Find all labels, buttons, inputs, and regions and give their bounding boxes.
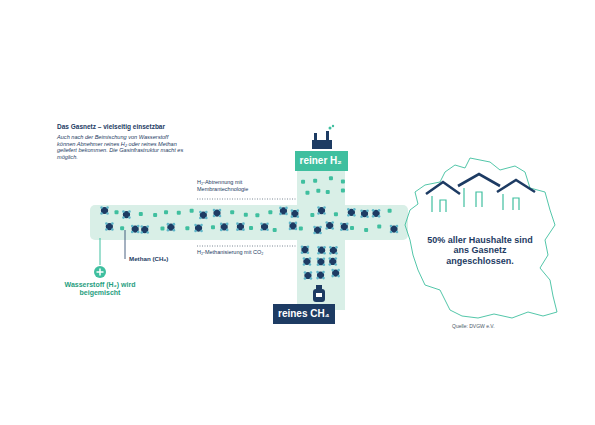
leader-line xyxy=(100,238,101,265)
hydrogen-molecule xyxy=(185,226,189,230)
hydrogen-molecule xyxy=(115,210,119,214)
methane-molecule xyxy=(360,209,369,218)
methane-molecule xyxy=(100,206,109,215)
methane-molecule xyxy=(213,209,222,218)
methane-molecule xyxy=(105,222,114,231)
methane-molecule xyxy=(291,209,300,218)
methane-molecule xyxy=(122,210,131,219)
methane-molecule xyxy=(390,225,399,234)
hydrogen-molecule xyxy=(350,226,354,230)
hydrogen-molecule xyxy=(334,212,338,216)
plus-symbol xyxy=(94,266,106,278)
hydrogen-molecule xyxy=(341,189,345,193)
hydrogen-molecule xyxy=(341,179,345,183)
house-roof xyxy=(458,174,500,186)
methane-molecule xyxy=(289,222,298,231)
hydrogen-molecule xyxy=(139,212,143,216)
leader-line xyxy=(125,230,126,259)
methane-molecule xyxy=(167,223,176,232)
factory-icon xyxy=(312,125,334,149)
input-label: Wasserstoff (H₂) wird beigemischt xyxy=(58,281,142,298)
dotted-line xyxy=(197,246,297,247)
hydrogen-molecule xyxy=(255,213,259,217)
pipe-branch xyxy=(297,160,345,310)
methane-molecule xyxy=(340,222,349,231)
map-border xyxy=(405,158,557,318)
methane-molecule xyxy=(304,271,313,280)
hydrogen-molecule xyxy=(164,210,168,214)
methane-molecule xyxy=(260,222,269,231)
methane-molecule xyxy=(317,246,326,255)
methane-molecule xyxy=(316,271,325,280)
hydrogen-molecule xyxy=(211,225,215,229)
hydrogen-molecule xyxy=(326,190,330,194)
methane-molecule xyxy=(194,224,203,233)
hydrogen-molecule xyxy=(249,226,253,230)
molecule-label: Methan (CH₄) xyxy=(129,255,189,262)
hydrogen-molecule xyxy=(230,210,234,214)
hydrogen-molecule xyxy=(388,209,392,213)
description-text: Auch nach der Beimischung von Wasserstof… xyxy=(57,134,185,161)
tank-icon xyxy=(313,285,325,302)
methane-molecule xyxy=(199,211,208,220)
methane-molecule xyxy=(279,207,288,216)
methane-molecule xyxy=(317,206,326,215)
methane-molecule xyxy=(140,225,149,234)
hydrogen-molecule xyxy=(305,191,309,195)
hydrogen-molecule xyxy=(268,210,272,214)
hydrogen-molecule xyxy=(244,213,248,217)
hydrogen-molecule xyxy=(329,176,333,180)
methane-molecule xyxy=(303,257,312,266)
molecule-texture xyxy=(100,176,398,280)
methane-molecule xyxy=(325,221,334,230)
hydrogen-molecule xyxy=(364,228,368,232)
house-roof xyxy=(497,180,535,192)
diagram-title: Das Gasnetz – vielseitig einsetzbar xyxy=(57,123,165,131)
methane-molecule xyxy=(220,223,229,232)
pipe-band xyxy=(90,205,408,240)
plus-symbol xyxy=(99,269,101,276)
methane-molecule xyxy=(131,225,140,234)
hydrogen-molecule xyxy=(313,179,317,183)
process-label: H₂-Methanisierung mit CO₂ xyxy=(197,249,297,256)
hydrogen-molecule xyxy=(177,211,181,215)
hydrogen-molecule xyxy=(377,225,381,229)
house-roof xyxy=(426,182,460,194)
methane-molecule xyxy=(301,245,310,254)
methane-molecule xyxy=(313,226,322,235)
hydrogen-molecule xyxy=(301,180,305,184)
hydrogen-molecule xyxy=(160,226,164,230)
hydrogen-molecule xyxy=(310,213,314,217)
methane-molecule xyxy=(372,209,381,218)
hydrogen-molecule xyxy=(299,226,303,230)
methane-molecule xyxy=(317,257,326,266)
dotted-line xyxy=(197,199,297,200)
process-label: H₂-Abtrennung mit Membrantechnologie xyxy=(197,179,287,192)
methane-molecule xyxy=(236,222,245,231)
house-pipe xyxy=(432,196,446,212)
hydrogen-molecule xyxy=(190,209,194,213)
methane-molecule xyxy=(331,269,340,278)
hydrogen-molecule xyxy=(273,228,277,232)
output-box: reiner H₂ xyxy=(295,151,348,171)
source-caption: Quelle: DVGW e.V. xyxy=(452,323,495,329)
house-pipe xyxy=(464,188,482,207)
box-label: reiner H₂ xyxy=(300,155,343,167)
methane-molecule xyxy=(347,208,356,217)
house-pipe xyxy=(503,194,519,210)
methane-molecule xyxy=(328,257,337,266)
hydrogen-molecule xyxy=(316,189,320,193)
hydrogen-molecule xyxy=(153,213,157,217)
output-box: reines CH₄ xyxy=(273,304,335,324)
methane-molecule xyxy=(329,246,338,255)
hydrogen-molecule xyxy=(120,226,124,230)
box-label: reines CH₄ xyxy=(278,308,330,320)
statistic-text: 50% aller Haushalte sind ans Gasnetz ang… xyxy=(425,235,535,266)
germany-map: 50% aller Haushalte sind ans Gasnetz ang… xyxy=(400,155,565,323)
